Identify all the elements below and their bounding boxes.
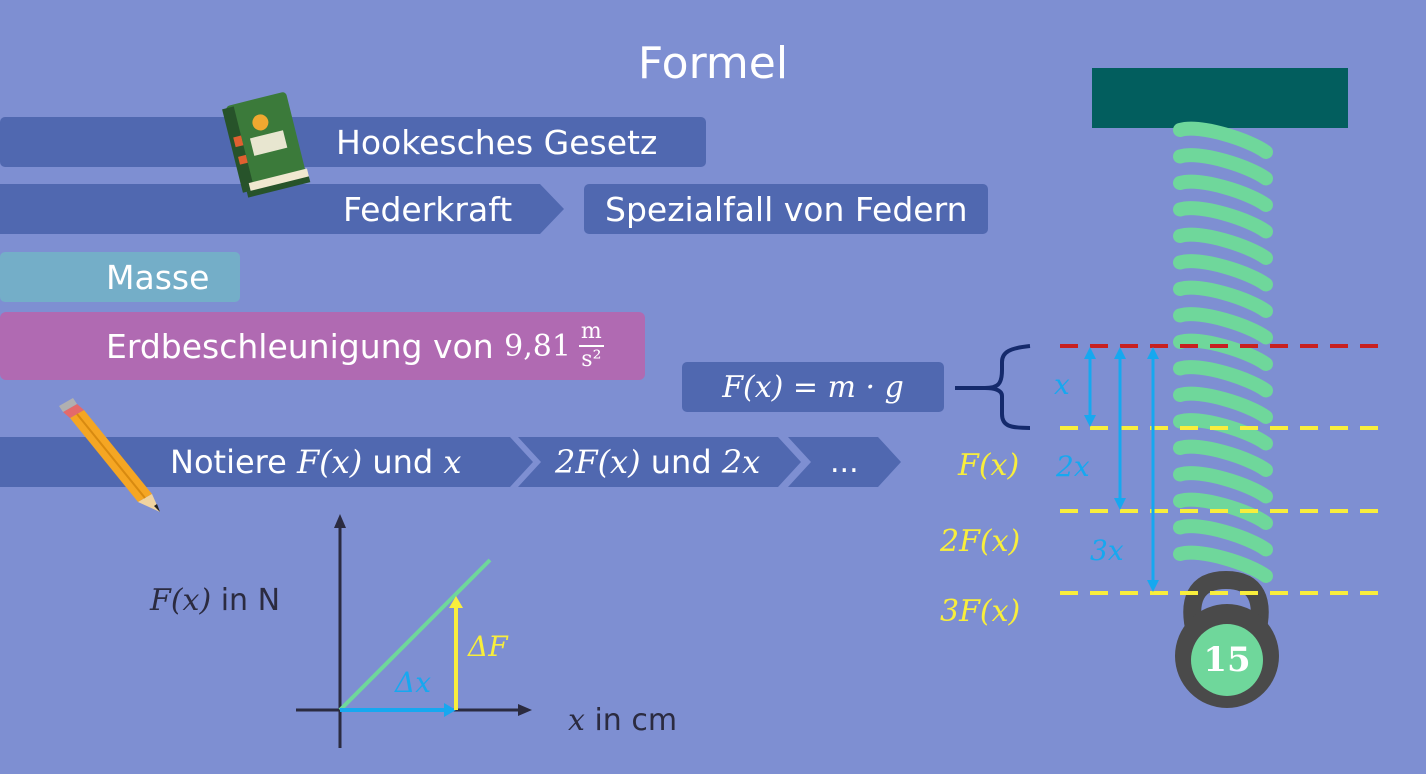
formula-text: F(x) = m · g xyxy=(722,369,904,405)
graph-xlabel: x in cm xyxy=(568,703,677,738)
extension-arrow-x xyxy=(1084,347,1096,427)
step3-band: ... xyxy=(830,437,859,487)
book-icon xyxy=(222,92,311,198)
erd-band: Erdbeschleunigung von 9,81 m s² xyxy=(106,312,604,380)
spring-coil xyxy=(1173,386,1273,424)
masse-band-shape xyxy=(0,252,240,302)
step2-band-shape xyxy=(518,437,801,487)
delta-f-label: ΔF xyxy=(468,630,508,663)
step1-x: x xyxy=(443,443,462,481)
step1-mid: und xyxy=(362,443,444,481)
graph xyxy=(296,514,532,748)
delta-x-label: Δx xyxy=(395,666,432,699)
force-label-1: F(x) xyxy=(958,448,1020,483)
pencil-icon xyxy=(59,398,160,512)
force-label-2: 2F(x) xyxy=(940,524,1021,559)
spring-coil xyxy=(1173,519,1273,557)
graph-ylabel: F(x) in N xyxy=(150,583,280,618)
graph-line xyxy=(338,558,492,712)
spezialfall-label: Spezialfall von Federn xyxy=(605,189,968,229)
step2-band: 2F(x) und 2x xyxy=(555,437,760,487)
spring-coils xyxy=(1173,121,1273,583)
extension-label-3x: 3x xyxy=(1090,534,1124,567)
spring-coil xyxy=(1173,466,1273,504)
force-label-3: 3F(x) xyxy=(940,594,1021,629)
spring-coil xyxy=(1173,307,1273,345)
graph-xlabel-x: x xyxy=(568,703,585,738)
spring-coil xyxy=(1173,360,1273,398)
erd-unit: m s² xyxy=(578,321,604,372)
spring-coil xyxy=(1173,439,1273,477)
erd-unit-den: s² xyxy=(581,347,602,372)
graph-x-arrow xyxy=(518,704,532,716)
weight-label: 15 xyxy=(1203,640,1251,680)
federkraft-band: Federkraft xyxy=(343,184,512,234)
step1-fx: F(x) xyxy=(296,443,363,481)
formula-box-shape xyxy=(682,362,944,412)
hooke-band-shape xyxy=(0,117,706,167)
brace-connector xyxy=(955,344,1031,430)
graph-y-arrow xyxy=(334,514,346,528)
spring-coil xyxy=(1173,492,1273,530)
spezialfall-band: Spezialfall von Federn xyxy=(605,184,968,234)
spring-coil xyxy=(1173,545,1273,583)
step3-label: ... xyxy=(830,444,859,480)
weight-icon xyxy=(1175,570,1279,708)
spring-coil xyxy=(1173,227,1273,265)
erd-label: Erdbeschleunigung von xyxy=(106,326,505,366)
graph-ylabel-fx: F(x) xyxy=(150,583,212,618)
spring-coil xyxy=(1173,148,1273,186)
spring-coil xyxy=(1173,201,1273,239)
graph-xlabel-unit: in cm xyxy=(584,703,678,738)
ceiling-block xyxy=(1092,68,1348,128)
erd-unit-num: m xyxy=(578,321,604,347)
formula-box: F(x) = m · g xyxy=(682,362,944,412)
extension-arrow-2x xyxy=(1114,347,1126,510)
step2-mid: und xyxy=(640,443,722,481)
page-title: Formel xyxy=(637,38,789,89)
hooke-label: Hookesches Gesetz xyxy=(336,122,658,162)
step1-prefix: Notiere xyxy=(170,443,297,481)
spring-coil xyxy=(1173,280,1273,318)
masse-label: Masse xyxy=(106,257,210,297)
extension-label-2x: 2x xyxy=(1056,450,1090,483)
federkraft-label: Federkraft xyxy=(343,189,513,229)
spring-coil xyxy=(1173,174,1273,212)
spring-coil xyxy=(1173,121,1273,159)
step1-band: Notiere F(x) und x xyxy=(170,437,461,487)
federkraft-band-shape xyxy=(0,184,564,234)
spezialfall-band-shape xyxy=(584,184,988,234)
extension-arrow-3x xyxy=(1147,347,1159,592)
erd-value: 9,81 xyxy=(504,328,571,364)
spring-coil xyxy=(1173,413,1273,451)
step2-x: 2x xyxy=(721,443,761,481)
graph-ylabel-unit: in N xyxy=(211,583,281,618)
spring-assembly xyxy=(955,68,1380,708)
extension-label-x: x xyxy=(1054,368,1070,401)
hooke-band: Hookesches Gesetz xyxy=(336,117,657,167)
spring-coil xyxy=(1173,254,1273,292)
erd-band-shape xyxy=(0,312,645,380)
step2-fx: 2F(x) xyxy=(555,443,641,481)
step3-band-shape xyxy=(788,437,901,487)
masse-band: Masse xyxy=(106,252,209,302)
